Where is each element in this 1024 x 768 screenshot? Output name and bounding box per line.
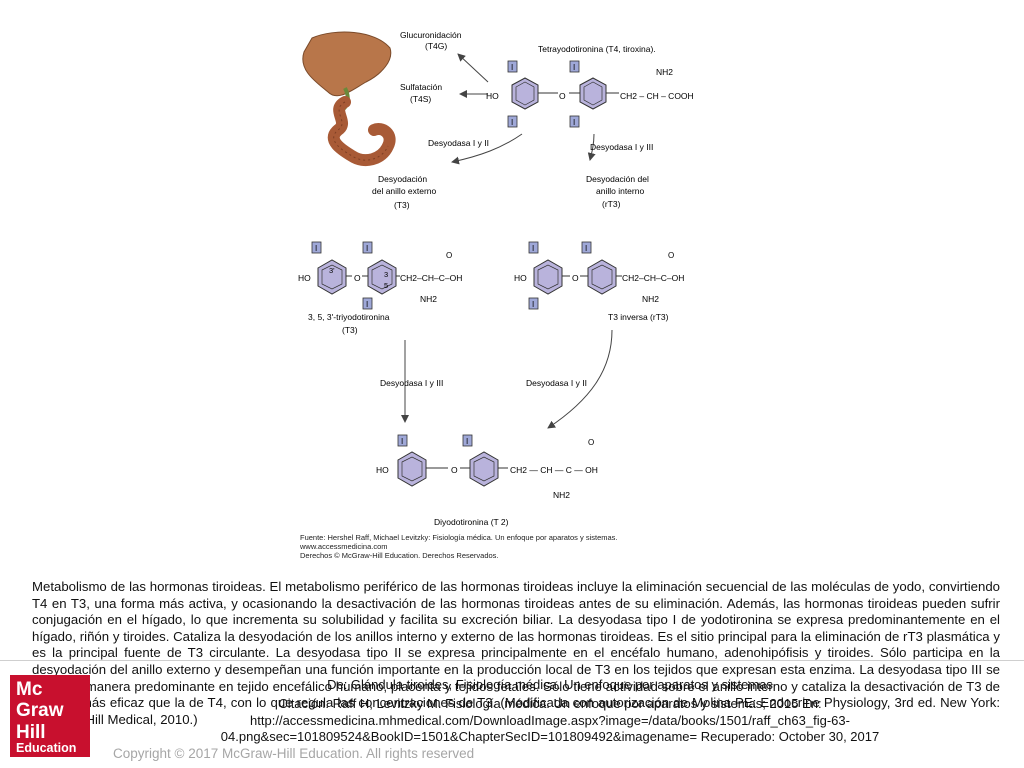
- svg-text:NH2: NH2: [642, 294, 659, 304]
- svg-text:I: I: [573, 118, 575, 127]
- iodine-icon: [462, 434, 473, 447]
- t3-name: (T3): [342, 325, 358, 335]
- iodine-icon: [528, 241, 539, 254]
- inner-ring-label: anillo interno: [596, 186, 644, 196]
- svg-text:I: I: [511, 118, 513, 127]
- outer-ring-label: Desyodación: [378, 174, 427, 184]
- arrow-to-glucuronidation: [457, 53, 489, 83]
- svg-text:3: 3: [384, 270, 388, 279]
- figure-source: Fuente: Hershel Raff, Michael Levitzky: …: [300, 533, 618, 560]
- iodine-icon: [507, 115, 518, 128]
- svg-text:3': 3': [329, 266, 335, 275]
- inner-ring-label: (rT3): [602, 199, 621, 209]
- figure-caption: Metabolismo de las hormonas tiroideas. E…: [32, 579, 1000, 727]
- iodine-icon: [362, 241, 373, 254]
- svg-text:O: O: [572, 273, 579, 283]
- iodine-icon: [311, 241, 322, 254]
- svg-text:I: I: [532, 300, 534, 309]
- svg-text:O: O: [668, 251, 674, 260]
- iodine-icon: [569, 60, 580, 73]
- copyright-notice: Copyright © 2017 McGraw-Hill Education. …: [113, 746, 475, 761]
- t3-ho: HO: [298, 273, 311, 283]
- reference-url[interactable]: http://accessmedicina.mhmedical.com/Down…: [250, 713, 850, 728]
- t4-sidechain: CH2 – CH – COOH: [620, 91, 694, 101]
- sulfation-product: (T4S): [410, 94, 431, 104]
- reference-citation: Citación: Raff H, Levitzky M. Fisiología…: [278, 696, 822, 711]
- glucuronidation-label: Glucuronidación: [400, 30, 462, 40]
- t4-name: Tetrayodotironina (T4, tiroxina).: [538, 44, 656, 54]
- deiodinase-label: Desyodasa I y II: [526, 378, 587, 388]
- svg-text:I: I: [366, 300, 368, 309]
- svg-text:HO: HO: [376, 465, 389, 475]
- t3-sidechain: CH2–CH–C–OH: [400, 273, 462, 283]
- t2-molecule: HO O CH2 — CH — C — OH O NH2 I I: [376, 434, 598, 500]
- iodine-icon: [581, 241, 592, 254]
- svg-text:I: I: [466, 437, 468, 446]
- iodine-icon: [569, 115, 580, 128]
- arrow-to-outer-ring-deiodination: [451, 133, 523, 165]
- svg-text:I: I: [315, 244, 317, 253]
- svg-text:I: I: [585, 244, 587, 253]
- t3-molecule: HO 3' O 3 5 CH2–CH–C–OH O NH2 I I I: [298, 241, 462, 310]
- rt3-name: T3 inversa (rT3): [608, 312, 669, 322]
- deiodinase-label: Desyodasa I y III: [590, 142, 653, 152]
- iodine-icon: [362, 297, 373, 310]
- rt3-molecule: HO O CH2–CH–C–OH O NH2 I I I: [514, 241, 684, 310]
- t4-ho: HO: [486, 91, 499, 101]
- reference-url-continued[interactable]: 04.png&sec=101809524&BookID=1501&Chapter…: [220, 729, 880, 744]
- svg-text:O: O: [451, 465, 458, 475]
- outer-ring-label: (T3): [394, 200, 410, 210]
- svg-text:NH2: NH2: [420, 294, 437, 304]
- thyroid-metabolism-diagram: Glucuronidación (T4G) Sulfatación (T4S) …: [290, 30, 726, 570]
- t4-nh2: NH2: [656, 67, 673, 77]
- svg-text:I: I: [511, 63, 513, 72]
- footer: [0, 660, 1024, 768]
- svg-text:O: O: [588, 438, 594, 447]
- reference-source: De: Glándula tiroides, Fisiología médica…: [327, 677, 773, 692]
- svg-text:I: I: [401, 437, 403, 446]
- svg-text:I: I: [366, 244, 368, 253]
- outer-ring-label: del anillo externo: [372, 186, 437, 196]
- t2-sidechain: CH2 — CH — C — OH: [510, 465, 598, 475]
- svg-text:I: I: [532, 244, 534, 253]
- svg-text:O: O: [354, 273, 361, 283]
- iodine-icon: [528, 297, 539, 310]
- t3-name: 3, 5, 3'-triyodotironina: [308, 312, 390, 322]
- svg-text:NH2: NH2: [553, 490, 570, 500]
- mcgraw-hill-logo: Mc Graw Hill Education: [10, 675, 90, 757]
- sulfation-label: Sulfatación: [400, 82, 442, 92]
- t4-oxygen: O: [559, 91, 566, 101]
- iodine-icon: [507, 60, 518, 73]
- iodine-icon: [397, 434, 408, 447]
- deiodinase-label: Desyodasa I y III: [380, 378, 443, 388]
- svg-text:I: I: [573, 63, 575, 72]
- svg-text:HO: HO: [514, 273, 527, 283]
- intestine-illustration: [327, 96, 396, 167]
- arrow-to-inner-ring-deiodination: [587, 133, 596, 161]
- svg-text:5: 5: [384, 281, 388, 290]
- deiodinase-label: Desyodasa I y II: [428, 138, 489, 148]
- footer-divider: [0, 660, 1024, 661]
- rt3-sidechain: CH2–CH–C–OH: [622, 273, 684, 283]
- glucuronidation-product: (T4G): [425, 41, 447, 51]
- arrow-rt3-to-t2: [547, 329, 613, 429]
- svg-text:O: O: [446, 251, 452, 260]
- t4-molecule: HO O CH2 – CH – COOH NH2 I I I I: [486, 60, 694, 128]
- t2-name: Diyodotironina (T 2): [434, 517, 509, 527]
- inner-ring-label: Desyodación del: [586, 174, 649, 184]
